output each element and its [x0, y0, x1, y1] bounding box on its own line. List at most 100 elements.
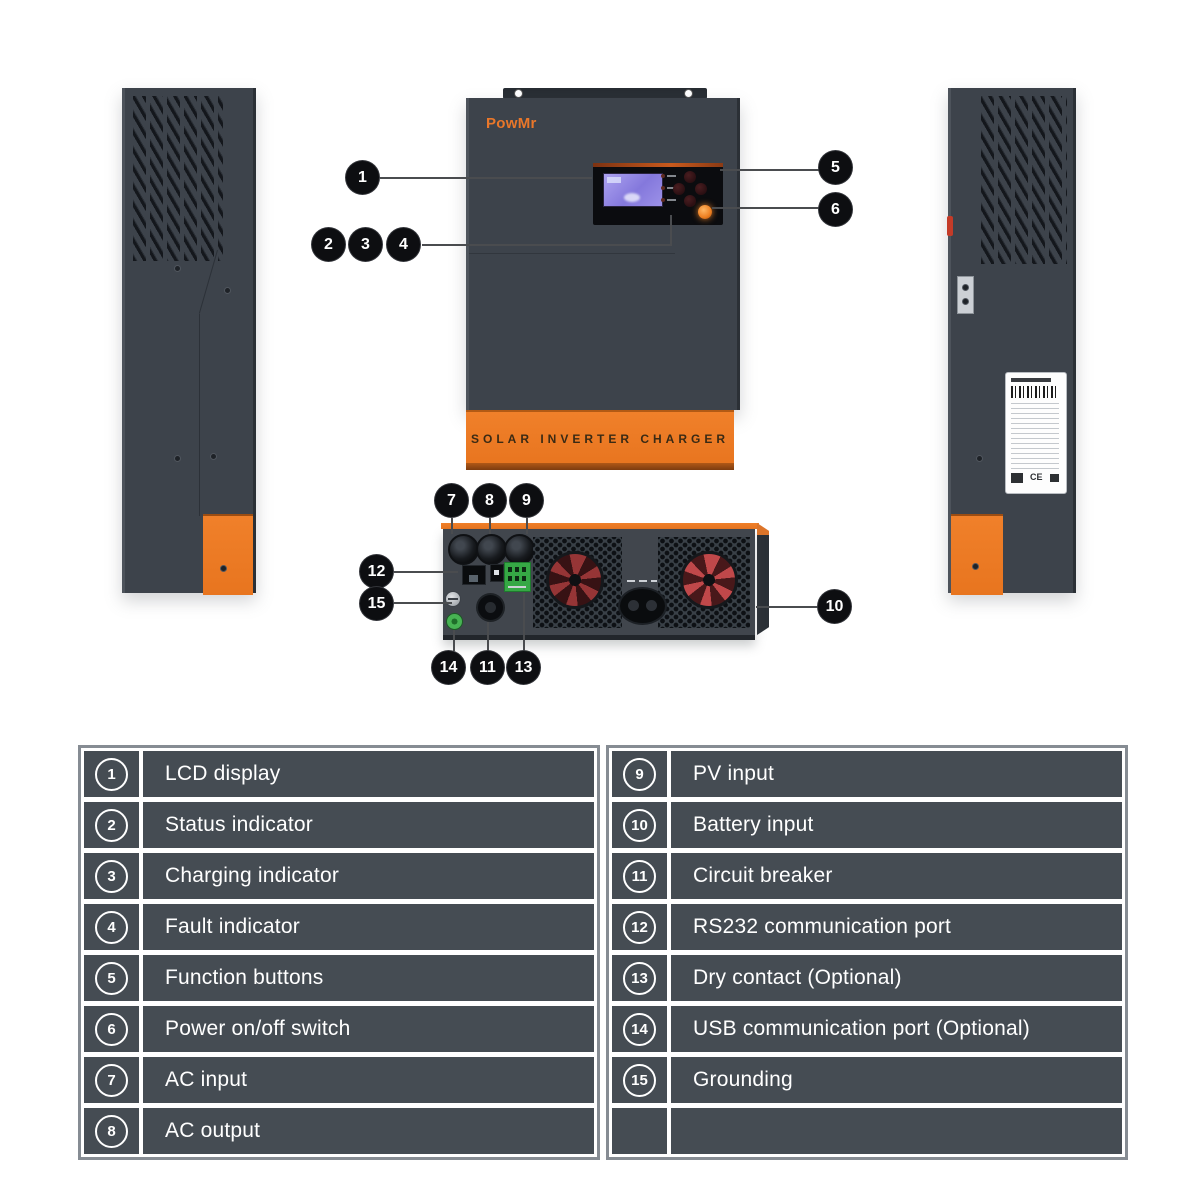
label-title-line	[1011, 378, 1051, 382]
row-number: 5	[95, 961, 128, 995]
cooling-fan-left	[546, 551, 604, 609]
brand-logo: PowMr	[486, 115, 537, 132]
ce-mark: CE	[1030, 472, 1043, 482]
ac-input-gland	[448, 534, 479, 565]
panel-accent-strip	[593, 163, 723, 167]
dry-contact-terminal	[504, 562, 531, 592]
table-row: 3 Charging indicator	[84, 853, 594, 899]
table-row: 15 Grounding	[612, 1057, 1122, 1103]
fault-indicator-icon	[667, 199, 676, 201]
function-button-down	[684, 195, 696, 207]
row-label: PV input	[667, 751, 1122, 797]
row-number-cell: 2	[84, 802, 139, 848]
row-number-cell: 12	[612, 904, 667, 950]
callout-14: 14	[432, 651, 465, 684]
panel-top-edge	[441, 523, 759, 529]
row-label: Fault indicator	[139, 904, 594, 950]
row-number-cell: 10	[612, 802, 667, 848]
control-panel	[593, 163, 723, 225]
function-button-right	[695, 183, 707, 195]
label-cert-block	[1050, 474, 1059, 482]
row-label: Status indicator	[139, 802, 594, 848]
table-row: 11 Circuit breaker	[612, 853, 1122, 899]
row-number-cell: 11	[612, 853, 667, 899]
left-side-view	[122, 88, 256, 595]
label-cert-block	[1011, 473, 1023, 483]
parts-table-left: 1 LCD display 2 Status indicator 3 Charg…	[78, 745, 600, 1160]
terminal-hole	[508, 576, 512, 581]
row-number: 4	[95, 910, 128, 944]
row-number: 13	[623, 961, 656, 995]
row-number: 3	[95, 859, 128, 893]
rs232-pin-block	[469, 575, 478, 582]
parts-table-right: 9 PV input 10 Battery input 11 Circuit b…	[606, 745, 1128, 1160]
row-number: 14	[623, 1012, 656, 1046]
vent-grille	[981, 96, 1067, 264]
row-label	[667, 1108, 1122, 1154]
terminal-hole	[522, 567, 526, 572]
row-number-cell: 4	[84, 904, 139, 950]
row-label: Function buttons	[139, 955, 594, 1001]
callout-15: 15	[360, 587, 393, 620]
screw-icon	[175, 266, 180, 271]
callout-line	[451, 518, 453, 534]
row-label: Power on/off switch	[139, 1006, 594, 1052]
battery-input-terminals	[620, 589, 665, 623]
row-number: 15	[623, 1063, 656, 1097]
row-number-cell: 1	[84, 751, 139, 797]
callout-13: 13	[507, 651, 540, 684]
row-number-cell: 15	[612, 1057, 667, 1103]
row-label: Circuit breaker	[667, 853, 1122, 899]
row-label: Charging indicator	[139, 853, 594, 899]
table-row: 6 Power on/off switch	[84, 1006, 594, 1052]
callout-line	[422, 244, 672, 246]
usb-icon	[494, 570, 499, 575]
callout-4: 4	[387, 228, 420, 261]
callout-6: 6	[819, 193, 852, 226]
function-button-left	[673, 183, 685, 195]
power-on-off-button	[698, 205, 712, 219]
screw-icon	[973, 564, 978, 569]
table-row: 13 Dry contact (Optional)	[612, 955, 1122, 1001]
row-label: AC input	[139, 1057, 594, 1103]
barcode	[1011, 386, 1059, 398]
row-number-cell: 9	[612, 751, 667, 797]
pv-input-gland	[504, 534, 535, 565]
breaker-button	[485, 602, 496, 613]
row-label: Grounding	[667, 1057, 1122, 1103]
orange-corner-panel	[951, 514, 1003, 595]
callout-2: 2	[312, 228, 345, 261]
front-bottom-strip	[466, 463, 734, 470]
table-row: 14 USB communication port (Optional)	[612, 1006, 1122, 1052]
callout-11: 11	[471, 651, 504, 684]
row-number: 11	[623, 859, 656, 893]
ac-output-gland	[476, 534, 507, 565]
row-number: 7	[95, 1063, 128, 1097]
usb-communication-cap	[447, 614, 462, 629]
lcd-display	[603, 173, 663, 207]
mounting-bracket	[503, 88, 707, 99]
rs232-port	[462, 565, 486, 585]
battery-terminal	[646, 600, 657, 611]
row-number: 10	[623, 808, 656, 842]
led-icon	[661, 174, 665, 178]
callout-line	[756, 606, 818, 608]
screw-icon	[221, 566, 226, 571]
row-number: 6	[95, 1012, 128, 1046]
row-number-cell: 7	[84, 1057, 139, 1103]
row-number-cell: 5	[84, 955, 139, 1001]
screw-icon	[211, 454, 216, 459]
terminal-hole	[508, 567, 512, 572]
callout-12: 12	[360, 555, 393, 588]
right-side-view: CE	[947, 88, 1076, 595]
side-switch	[947, 216, 953, 236]
panel-seam	[469, 253, 675, 254]
callout-line	[712, 207, 819, 209]
table-row: 10 Battery input	[612, 802, 1122, 848]
mounting-hole	[515, 90, 522, 97]
row-number-cell: 6	[84, 1006, 139, 1052]
row-number: 8	[95, 1114, 128, 1148]
row-number-cell: 8	[84, 1108, 139, 1154]
row-number-cell: 14	[612, 1006, 667, 1052]
table-row: 8 AC output	[84, 1108, 594, 1154]
